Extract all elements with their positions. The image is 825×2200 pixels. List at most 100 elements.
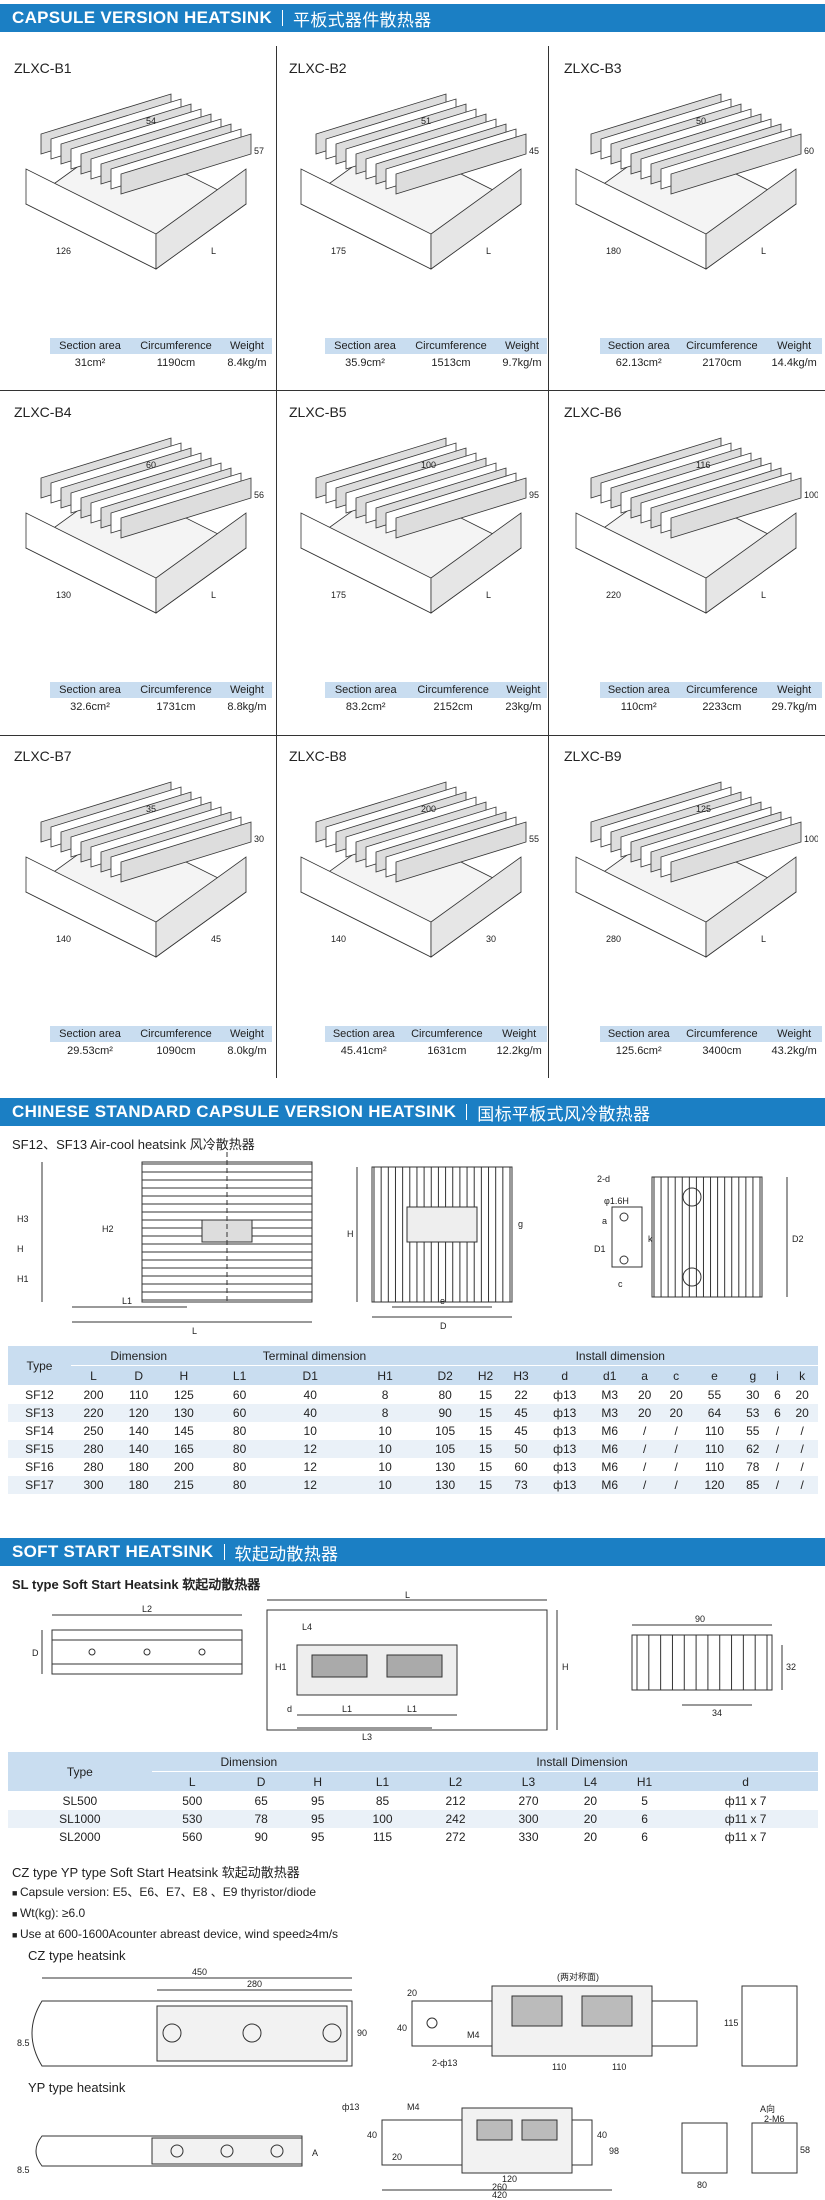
- value-weight: 8.8kg/m: [227, 701, 267, 713]
- value-weight: 8.0kg/m: [227, 1045, 267, 1057]
- table-cell: 130: [435, 1460, 456, 1474]
- table-cell: ф11 x 7: [724, 1794, 767, 1808]
- cz-bullets: Capsule version: E5、E6、E7、E8 、E9 thyrist…: [12, 1882, 338, 1945]
- dim-L3: L3: [362, 1732, 372, 1740]
- model-name: ZLXC-B7: [14, 748, 72, 764]
- dim-D2: D2: [792, 1234, 804, 1244]
- cz-dim-2-13: 2-ф13: [432, 2058, 457, 2068]
- table-cell: SF16: [25, 1460, 54, 1474]
- header-weight: Weight: [221, 682, 272, 698]
- header-circ: Circumference: [130, 1026, 222, 1042]
- col-header: D2: [422, 1365, 468, 1386]
- table-cell: 20: [637, 1388, 652, 1402]
- dim-hole: φ1.6H: [604, 1196, 629, 1206]
- table-cell: /: [786, 1476, 818, 1494]
- header-circ: Circumference: [130, 682, 222, 698]
- table-cell: M3: [601, 1388, 619, 1402]
- heatsink-drawing: 200 55 140 30: [300, 781, 539, 958]
- col-header: L4: [564, 1771, 616, 1792]
- table-cell: 300: [70, 1476, 117, 1494]
- dim-k: k: [648, 1234, 653, 1244]
- dim-H1: H1: [275, 1662, 287, 1672]
- col-header: d: [538, 1365, 591, 1386]
- table-cell: 95: [311, 1830, 325, 1844]
- col-type: Type: [8, 1346, 71, 1386]
- col-header: L: [151, 1771, 233, 1792]
- header-weight: Weight: [499, 682, 547, 698]
- table-cell: 120: [116, 1404, 162, 1422]
- section-chinese-standard-header: CHINESE STANDARD CAPSULE VERSION HEATSIN…: [0, 1098, 825, 1126]
- yp-dim-A-dir: A向: [760, 2103, 775, 2114]
- grid-divider: [0, 390, 825, 391]
- table-cell: 242: [419, 1810, 492, 1828]
- table-cell: /: [786, 1440, 818, 1458]
- table-cell: 95: [311, 1794, 325, 1808]
- table-cell: 220: [70, 1404, 117, 1422]
- dim-L1a: L1: [342, 1704, 352, 1714]
- table-cell: SF13: [8, 1404, 71, 1422]
- dim-e: e: [440, 1296, 445, 1306]
- table-cell: 50: [503, 1440, 539, 1458]
- table-cell: 20: [669, 1388, 683, 1402]
- table-cell: 10: [347, 1440, 423, 1458]
- table-cell: 30: [746, 1388, 760, 1402]
- header-circ: Circumference: [677, 1026, 767, 1042]
- table-cell: ф13: [553, 1424, 577, 1438]
- col-header: L1: [346, 1771, 420, 1792]
- heatsink-drawing: 60 56 130 L: [25, 437, 264, 614]
- dim-H-side: H: [347, 1229, 354, 1239]
- dim-H: H: [562, 1662, 569, 1672]
- table-cell: 45: [514, 1424, 528, 1438]
- dim-34: 34: [712, 1708, 722, 1718]
- dim-label: 100: [804, 490, 818, 500]
- dim-label: L: [211, 590, 216, 600]
- value-weight: 9.7kg/m: [502, 357, 542, 369]
- value-circ: 2170cm: [702, 357, 742, 369]
- dim-90: 90: [695, 1614, 705, 1624]
- table-cell: 55: [707, 1388, 722, 1402]
- table-cell: 22: [514, 1388, 528, 1402]
- yp-drawings: 8.5 A ф13 M4 40 20 40 98 120 260 420 80 …: [17, 2102, 810, 2198]
- table-cell: 20: [583, 1794, 598, 1808]
- group-dimension: Dimension: [70, 1346, 207, 1366]
- header-circ: Circumference: [406, 682, 500, 698]
- dim-H2: H2: [102, 1224, 114, 1234]
- table-cell: 12: [272, 1476, 348, 1494]
- section-title: CAPSULE VERSION HEATSINK: [12, 8, 273, 27]
- dim-L2: L2: [142, 1604, 152, 1614]
- model-name: ZLXC-B8: [289, 748, 347, 764]
- header-area: Section area: [325, 682, 407, 698]
- dim-H1: H1: [17, 1274, 29, 1284]
- heatsink-drawing: 125 100 280 L: [575, 781, 818, 958]
- table-cell: SL2000: [59, 1830, 101, 1844]
- table-cell: SF14: [25, 1424, 54, 1438]
- table-cell: 40: [272, 1404, 348, 1422]
- value-area: 32.6cm²: [70, 701, 110, 713]
- table-cell: 200: [83, 1388, 104, 1402]
- table-cell: 110: [704, 1424, 725, 1438]
- yp-dim-420: 420: [492, 2190, 507, 2198]
- col-header: L2: [419, 1771, 492, 1792]
- cz-dim-110b: 110: [612, 2062, 626, 2072]
- col-header: H3: [503, 1365, 539, 1386]
- table-cell: ф13: [538, 1476, 591, 1494]
- sf-drawings: L L1 H H1 H3 H2 D e H g D1 D2 a c: [17, 1152, 804, 1336]
- value-area: 29.53cm²: [67, 1045, 113, 1057]
- header-weight: Weight: [766, 1026, 822, 1042]
- sf-front-view: [41, 1152, 313, 1323]
- col-header: H: [161, 1365, 207, 1386]
- model-name: ZLXC-B1: [14, 60, 72, 76]
- cz-dim-M4: M4: [467, 2030, 480, 2040]
- table-cell: ф13: [538, 1404, 591, 1422]
- col-header: L3: [492, 1771, 565, 1792]
- dim-label: 100: [804, 834, 818, 844]
- table-cell: 145: [173, 1424, 194, 1438]
- table-cell: 20: [795, 1388, 809, 1402]
- col-header: H: [289, 1771, 347, 1792]
